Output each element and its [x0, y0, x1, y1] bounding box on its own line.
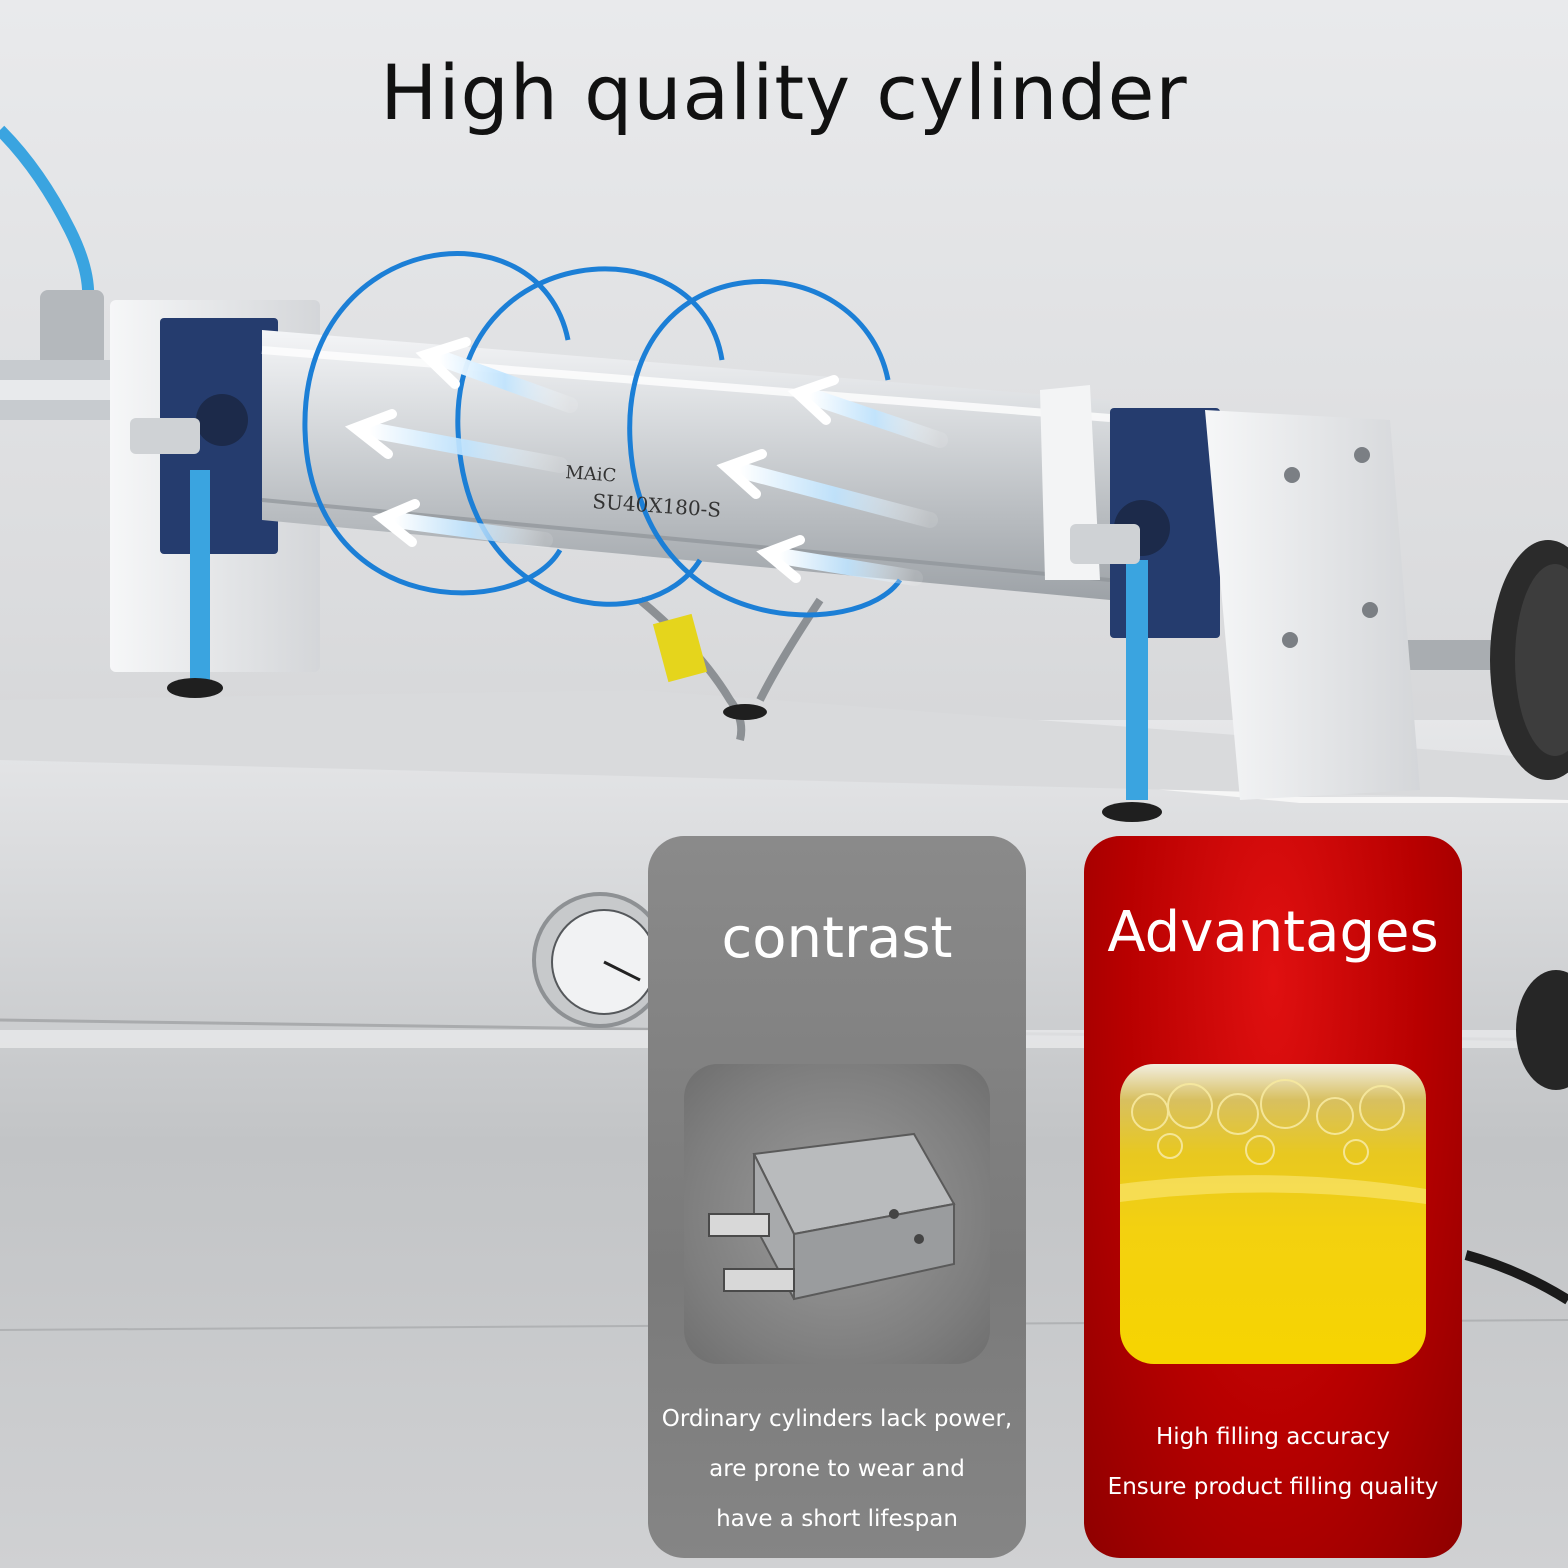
advantages-line-1: High filling accuracy [1155, 1424, 1391, 1450]
contrast-description: Ordinary cylinders lack power, are prone… [648, 1394, 1026, 1544]
contrast-line-3: have a short lifespan [716, 1506, 958, 1532]
page-title: High quality cylinder [380, 48, 1188, 137]
advantages-line-2: Ensure product filling quality [1107, 1474, 1439, 1500]
contrast-line-1: Ordinary cylinders lack power, [661, 1406, 1013, 1432]
ordinary-cylinder-photo [684, 1064, 990, 1364]
contrast-line-2: are prone to wear and [709, 1456, 965, 1482]
oil-photo [1120, 1064, 1426, 1364]
advantages-description: High filling accuracy Ensure product fil… [1084, 1412, 1462, 1512]
advantages-heading: Advantages [1107, 900, 1439, 965]
contrast-heading: contrast [721, 906, 953, 971]
cylinder-brand: MAiC [565, 462, 617, 487]
